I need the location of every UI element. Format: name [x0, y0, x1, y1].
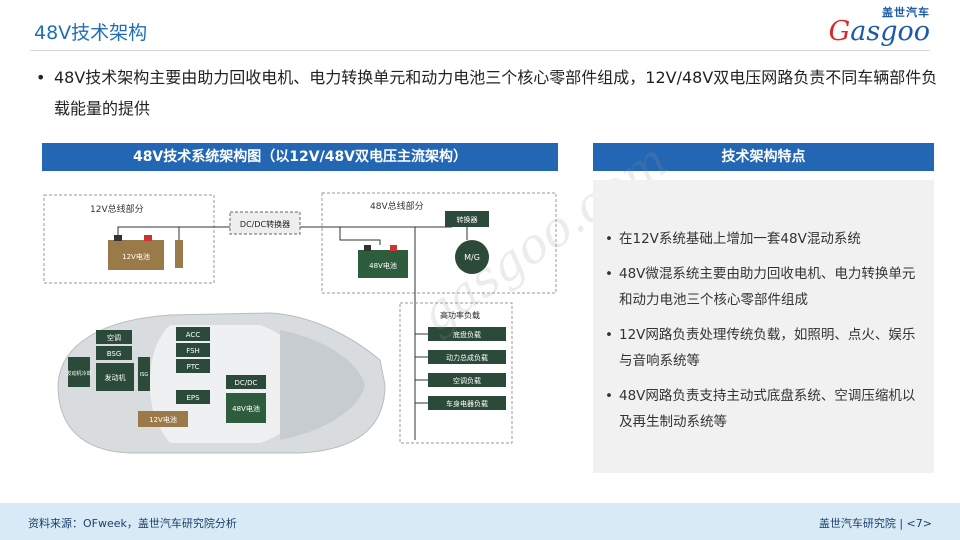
part-isg-label: ISG — [140, 372, 149, 378]
feature-text: 在12V系统基础上增加一套48V混动系统 — [619, 231, 861, 247]
loads-title: 高功率负载 — [440, 310, 480, 320]
page-title: 48V技术架构 — [34, 22, 148, 44]
wire-48-bat — [339, 227, 381, 245]
car-parts: 空调 BSG 发动机冷却 发动机 ISG ACC FSH PTC EPS DC/… — [66, 327, 266, 427]
bullet-dot-icon: • — [605, 327, 613, 343]
title-divider — [30, 50, 930, 51]
feature-text: 48V微混系统主要由助力回收电机、电力转换单元和动力电池三个核心零部件组成 — [619, 266, 916, 308]
battery12-label: 12V电池 — [122, 252, 150, 261]
dcdc-box — [229, 211, 301, 235]
bullet-dot-icon: • — [605, 231, 613, 247]
bus48-box — [321, 192, 557, 294]
resistor — [175, 240, 183, 268]
features-header: 技术架构特点 — [593, 143, 934, 171]
part-eps-label: EPS — [186, 394, 200, 402]
part-dcdc — [226, 375, 266, 389]
architecture-diagram: 12V总线部分 12V电池 DC/DC转换器 48V总线部分 48V电池 转换器… — [43, 192, 557, 454]
diagram-header: 48V技术系统架构图（以12V/48V双电压主流架构） — [42, 143, 558, 171]
battery12-term-neg — [114, 235, 122, 241]
mg-label: M/G — [464, 253, 480, 262]
load-list: 底盘负载 动力总成负载 空调负载 车身电器负载 — [415, 327, 506, 410]
features-list: • 在12V系统基础上增加一套48V混动系统 • 48V微混系统主要由助力回收电机、… — [593, 180, 934, 435]
page-number: 盖世汽车研究院 | <7> — [818, 517, 932, 530]
bullet-dot-icon: • — [605, 266, 613, 282]
feature-item: • 12V网路负责处理传统负载，如照明、点火、娱乐与音响系统等 — [605, 322, 920, 374]
battery48-label: 48V电池 — [369, 261, 397, 270]
load-chassis — [428, 327, 506, 341]
logo-rest: asgoo — [850, 16, 930, 47]
part-acc-label: ACC — [186, 331, 201, 339]
feature-item: • 48V网路负责支持主动式底盘系统、空调压缩机以及再生制动系统等 — [605, 383, 920, 435]
loads-box — [399, 302, 513, 444]
battery48-term-pos — [390, 245, 397, 251]
gasgoo-logo: 盖世汽车 Gasgoo — [810, 4, 930, 47]
battery12 — [108, 240, 164, 270]
part-fsh-label: FSH — [186, 347, 200, 355]
load-powertrain-label: 动力总成负载 — [446, 353, 488, 362]
load-aircon — [428, 373, 506, 387]
part-bat48 — [226, 393, 266, 423]
battery48 — [358, 250, 408, 278]
car-windshield — [280, 330, 365, 440]
part-aircon — [96, 330, 132, 344]
part-ptc-label: PTC — [187, 363, 200, 371]
bullet-dot-icon: • — [605, 388, 613, 404]
footer-bar: 资料来源：OFweek，盖世汽车研究院分析 盖世汽车研究院 | <7> — [0, 503, 960, 540]
load-body-label: 车身电器负载 — [446, 399, 488, 408]
part-bat12-label: 12V电池 — [149, 415, 177, 424]
part-engine — [96, 363, 134, 391]
part-dcdc-label: DC/DC — [235, 379, 258, 387]
part-bat48-label: 48V电池 — [232, 404, 260, 413]
intro-text: 48V技术架构主要由助力回收电机、电力转换单元和动力电池三个核心零部件组成，12… — [54, 68, 938, 118]
intro-bullet: • 48V技术架构主要由助力回收电机、电力转换单元和动力电池三个核心零部件组成，… — [36, 62, 938, 124]
part-ptc — [176, 359, 210, 373]
part-bsg — [96, 346, 132, 360]
logo-cn-text: 盖世汽车 — [882, 6, 930, 19]
load-powertrain — [428, 350, 506, 364]
feature-text: 48V网路负责支持主动式底盘系统、空调压缩机以及再生制动系统等 — [619, 388, 916, 430]
part-engine-cool — [68, 357, 90, 387]
converter-label: 转换器 — [457, 215, 478, 224]
part-engine-cool-label: 发动机冷却 — [66, 370, 91, 377]
feature-item: • 48V微混系统主要由助力回收电机、电力转换单元和动力电池三个核心零部件组成 — [605, 261, 920, 313]
converter-box — [445, 211, 489, 227]
wire-12v-a — [117, 226, 180, 240]
source-note: 资料来源：OFweek，盖世汽车研究院分析 — [28, 517, 237, 530]
part-acc — [176, 327, 210, 341]
bus12-label: 12V总线部分 — [90, 203, 144, 215]
part-eps — [176, 390, 210, 404]
part-engine-label: 发动机 — [105, 373, 126, 382]
mg-circle — [455, 240, 489, 274]
feature-item: • 在12V系统基础上增加一套48V混动系统 — [605, 226, 920, 252]
part-aircon-label: 空调 — [107, 333, 121, 342]
features-panel: • 在12V系统基础上增加一套48V混动系统 • 48V微混系统主要由助力回收电机、… — [593, 180, 934, 473]
load-body — [428, 396, 506, 410]
battery48-term-neg — [364, 245, 371, 251]
bullet-dot-icon: • — [36, 68, 46, 87]
part-isg — [138, 357, 150, 391]
bus12-box — [43, 194, 215, 284]
bus48-label: 48V总线部分 — [370, 200, 424, 212]
part-bsg-label: BSG — [107, 350, 122, 358]
load-aircon-label: 空调负载 — [453, 376, 481, 385]
part-fsh — [176, 343, 210, 357]
dcdc-label: DC/DC转换器 — [240, 219, 290, 229]
battery12-term-pos — [144, 235, 152, 241]
feature-text: 12V网路负责处理传统负载，如照明、点火、娱乐与音响系统等 — [619, 327, 916, 369]
logo-en-text: Gasgoo — [829, 16, 930, 47]
logo-initial: G — [828, 16, 851, 47]
load-chassis-label: 底盘负载 — [453, 330, 481, 339]
part-bat12 — [138, 411, 188, 427]
